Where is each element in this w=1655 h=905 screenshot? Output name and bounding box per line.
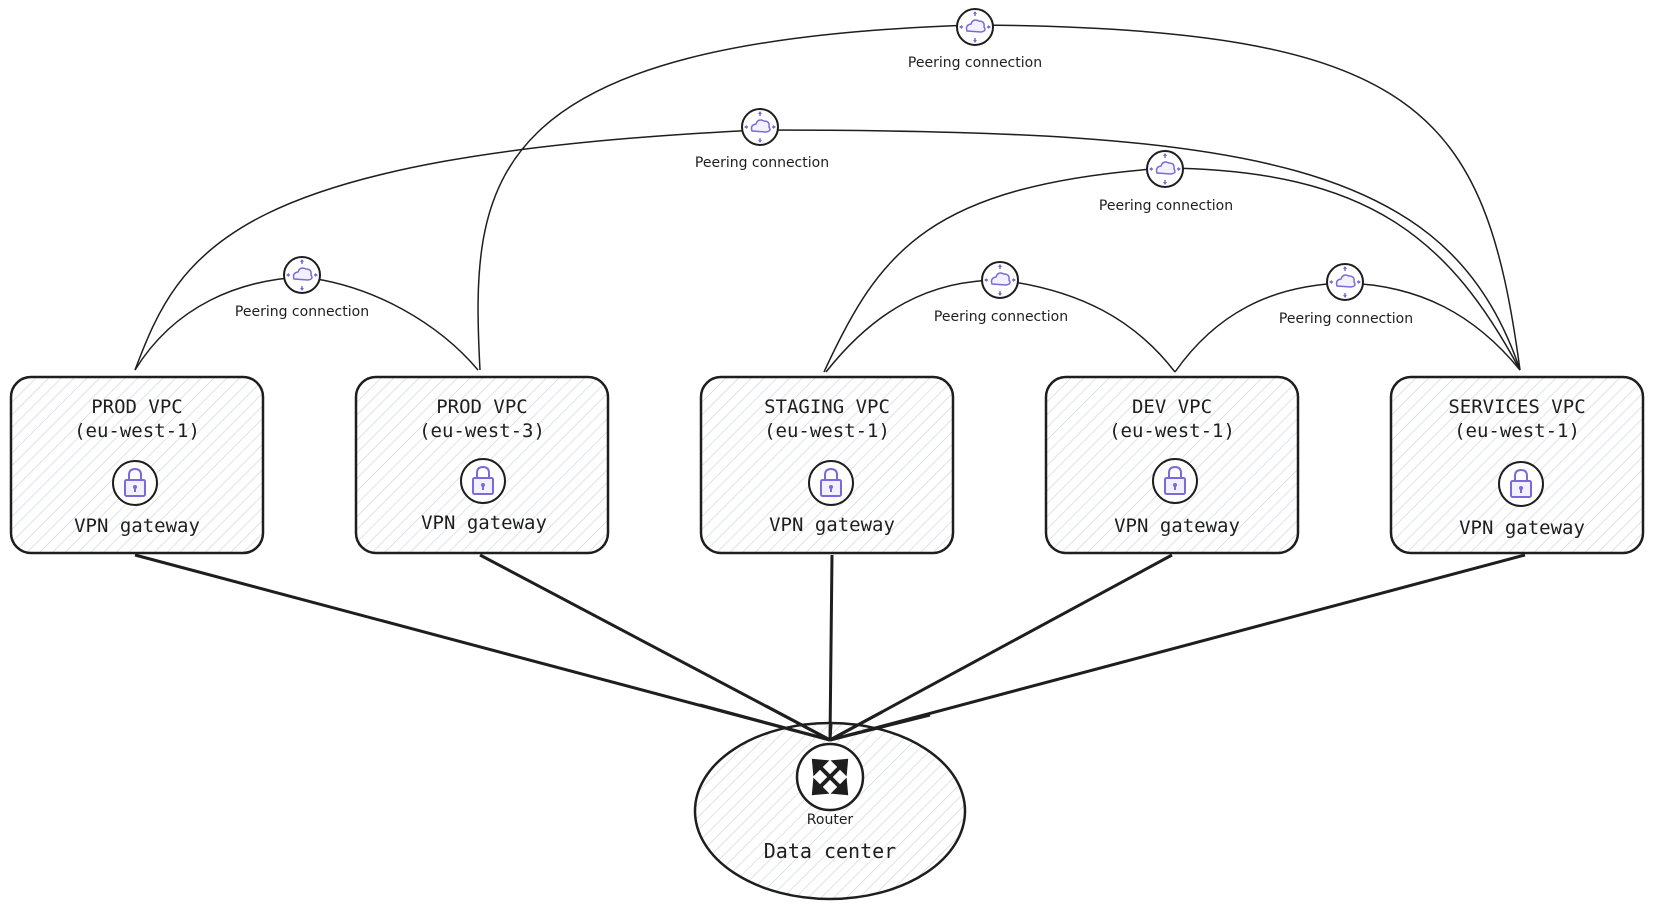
lock-icon [460,458,506,504]
peering-label: Peering connection [1099,198,1233,214]
cloud-router-icon [956,8,994,46]
vpc-box[interactable]: PROD VPC (eu-west-1) VPN gateway [9,375,265,555]
vpn-gateway-label: VPN gateway [1459,517,1585,539]
peering-node[interactable]: Peering connection [235,256,369,320]
peering-node[interactable]: Peering connection [934,261,1068,325]
lock-icon [1152,458,1198,504]
vpc-title: PROD VPC [91,396,183,418]
data-center-label: Data center [764,839,896,863]
peering-label: Peering connection [235,304,369,320]
vpc-box[interactable]: DEV VPC (eu-west-1) VPN gateway [1044,375,1300,555]
peering-node[interactable]: Peering connection [695,108,829,171]
vpn-gateway-label: VPN gateway [421,512,547,534]
vpn-links [134,553,1526,742]
vpc-title: PROD VPC [436,396,528,418]
router-label: Router [807,812,854,828]
cloud-router-icon [1146,150,1184,188]
vpc-title: STAGING VPC [764,396,890,418]
router-arrows-icon [795,742,865,812]
vpc-region: (eu-west-1) [1109,420,1235,442]
peering-label: Peering connection [934,309,1068,325]
vpc-box[interactable]: SERVICES VPC (eu-west-1) VPN gateway [1389,375,1645,555]
cloud-router-icon [741,108,779,146]
vpc-region: (eu-west-3) [419,420,545,442]
vpc-region: (eu-west-1) [764,420,890,442]
lock-icon [1498,461,1544,507]
peering-label: Peering connection [695,155,829,171]
vpc-box[interactable]: PROD VPC (eu-west-3) VPN gateway [354,375,610,555]
peering-node[interactable]: Peering connection [908,8,1042,71]
vpc-region: (eu-west-1) [74,420,200,442]
vpc-title: DEV VPC [1132,396,1212,418]
lock-icon [112,460,158,506]
peering-label: Peering connection [908,55,1042,71]
cloud-router-icon [283,256,321,294]
vpn-gateway-label: VPN gateway [74,515,200,537]
vpc-region: (eu-west-1) [1454,420,1580,442]
cloud-router-icon [1326,263,1364,301]
vpn-gateway-label: VPN gateway [1114,515,1240,537]
vpc-box[interactable]: STAGING VPC (eu-west-1) VPN gateway [699,375,955,555]
vpc-title: SERVICES VPC [1448,396,1585,418]
peering-label: Peering connection [1279,311,1413,327]
lock-icon [808,460,854,506]
vpn-gateway-label: VPN gateway [769,514,895,536]
peering-link [134,129,1521,371]
vpn-link [829,553,1526,742]
peering-node[interactable]: Peering connection [1279,263,1413,327]
vpn-link [829,553,1173,742]
peering-node[interactable]: Peering connection [1099,150,1233,214]
cloud-router-icon [981,261,1019,299]
vpn-link [828,554,834,741]
data-center[interactable]: Router Data center [693,703,967,901]
